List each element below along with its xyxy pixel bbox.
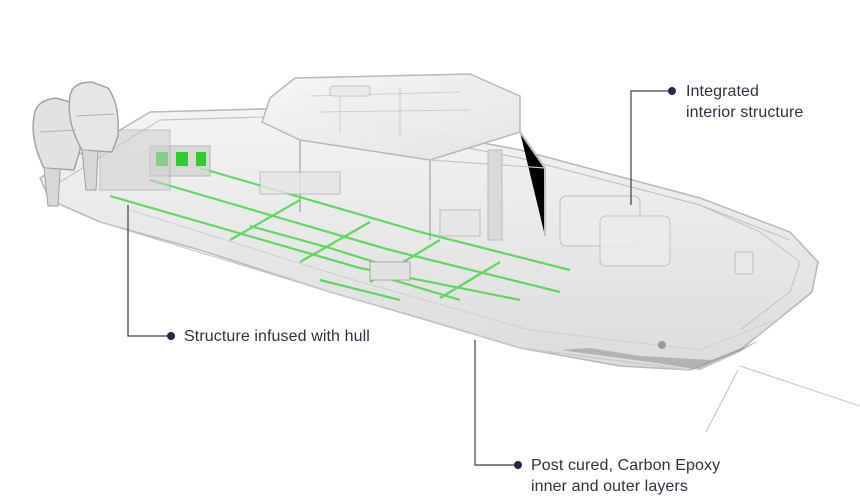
callout-layers-line2: inner and outer layers: [531, 478, 688, 495]
axis-line-blue: [705, 369, 739, 433]
callout-hull: Structure infused with hull: [184, 326, 370, 347]
callout-dot-interior: [668, 87, 676, 95]
axis-line-red: [739, 365, 860, 407]
callout-layers-line1: Post cured, Carbon Epoxy: [531, 457, 721, 474]
callout-layers: Post cured, Carbon Epoxy inner and outer…: [531, 455, 720, 497]
callout-interior-line1: Integrated: [686, 83, 760, 100]
outboard-engines: [32, 81, 120, 207]
callout-interior-line2: interior structure: [686, 104, 804, 121]
callout-hull-text: Structure infused with hull: [184, 328, 370, 345]
cabin-hardtop: [261, 73, 546, 241]
callout-dot-layers: [514, 461, 522, 469]
leader-layers: [474, 340, 515, 466]
callout-interior: Integrated interior structure: [686, 81, 803, 123]
leader-hull: [127, 205, 168, 337]
engine-bay: [99, 129, 671, 281]
leader-interior: [630, 90, 668, 205]
callout-dot-hull: [167, 332, 175, 340]
